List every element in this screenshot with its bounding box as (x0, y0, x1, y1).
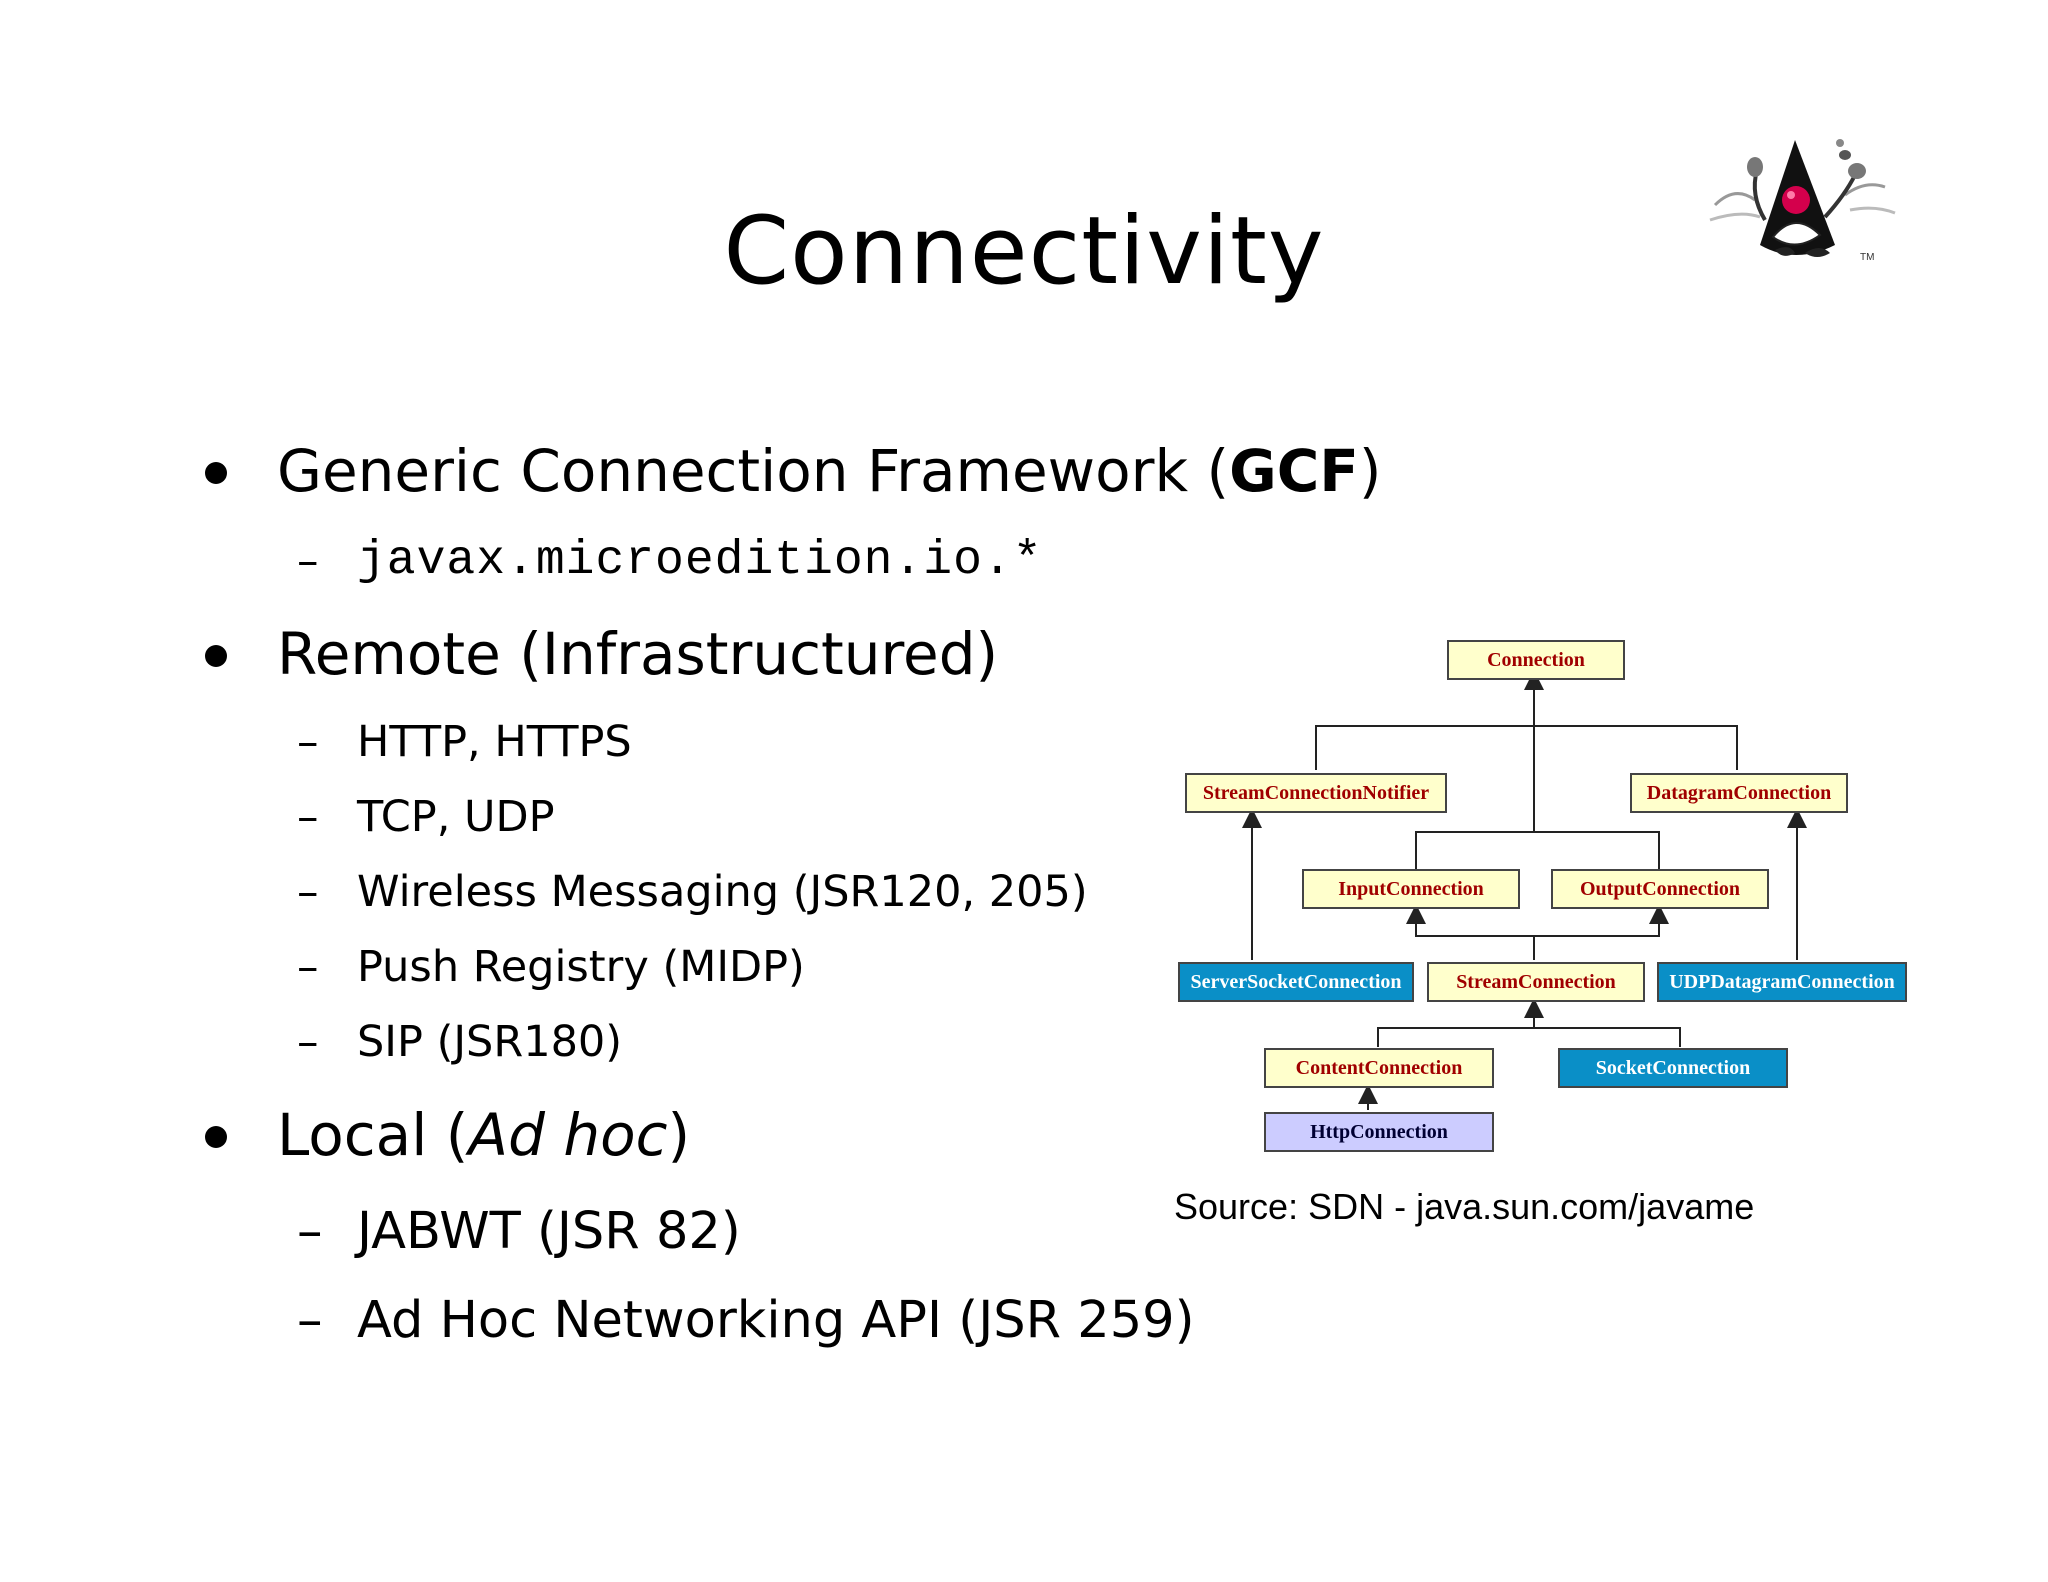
remote-item-text: Wireless Messaging (JSR120, 205) (357, 867, 1088, 917)
bullet-remote-text: Remote (Infrastructured) (277, 620, 999, 688)
bullet-dot-icon (205, 462, 227, 484)
node-stream-connection-notifier: StreamConnectionNotifier (1185, 773, 1447, 813)
connector-line (1415, 831, 1660, 869)
duke-mascot-icon: TM (1709, 139, 1896, 263)
diagram-source-caption: Source: SDN - java.sun.com/javame (1174, 1186, 1755, 1227)
node-server-socket-connection: ServerSocketConnection (1178, 962, 1414, 1002)
gcf-package-text: javax.microedition.io.* (357, 534, 1043, 588)
dash-icon: – (297, 942, 319, 992)
dash-icon: – (297, 536, 319, 586)
node-input-connection: InputConnection (1302, 869, 1520, 909)
bullet-dot-icon (205, 1126, 227, 1148)
node-datagram-connection: DatagramConnection (1630, 773, 1848, 813)
local-item-text: JABWT (JSR 82) (357, 1202, 741, 1261)
node-udp-datagram-connection: UDPDatagramConnection (1657, 962, 1907, 1002)
connector-line (1534, 904, 1669, 937)
remote-item-text: Push Registry (MIDP) (357, 942, 805, 992)
bullet-gcf-bold: GCF (1229, 437, 1359, 505)
bullet-local-italic: Ad hoc (468, 1101, 668, 1169)
node-stream-connection: StreamConnection (1427, 962, 1645, 1002)
trademark-label: TM (1860, 252, 1874, 263)
dash-icon: – (297, 1017, 319, 1067)
remote-item-text: HTTP, HTTPS (357, 717, 632, 767)
connector-line (1377, 1027, 1681, 1047)
connector-line (1406, 904, 1535, 960)
dash-icon: – (297, 717, 319, 767)
dash-icon: – (297, 867, 319, 917)
node-content-connection: ContentConnection (1264, 1048, 1494, 1088)
connector-line (1315, 725, 1738, 770)
java-duke-logo: TM (1695, 125, 1905, 275)
bullet-gcf-text: Generic Connection Framework ( (277, 437, 1230, 505)
node-connection: Connection (1447, 640, 1625, 680)
dash-icon: – (297, 1202, 323, 1261)
remote-item-text: TCP, UDP (357, 792, 555, 842)
bullet-local-text: Local ( (277, 1101, 469, 1169)
dash-icon: – (297, 792, 319, 842)
bullet-gcf-close: ) (1358, 437, 1382, 505)
slide-title: Connectivity (723, 197, 1325, 306)
remote-item-text: SIP (JSR180) (357, 1017, 623, 1067)
dash-icon: – (297, 1291, 323, 1350)
bullet-local-close: ) (667, 1101, 691, 1169)
node-socket-connection: SocketConnection (1558, 1048, 1788, 1088)
local-item-text: Ad Hoc Networking API (JSR 259) (357, 1291, 1195, 1350)
node-output-connection: OutputConnection (1551, 869, 1769, 909)
bullet-dot-icon (205, 645, 227, 667)
node-http-connection: HttpConnection (1264, 1112, 1494, 1152)
